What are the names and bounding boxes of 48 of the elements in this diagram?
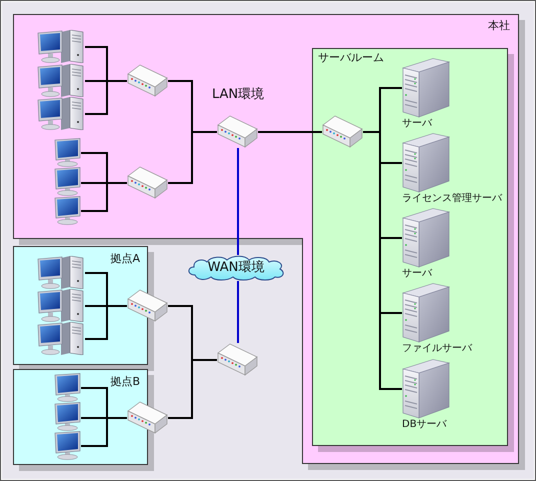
server-room-area <box>312 48 508 446</box>
desktop-computer-icon <box>37 289 85 322</box>
monitor-icon <box>53 138 81 167</box>
area-label: サーバルーム <box>318 51 384 65</box>
monitor-icon <box>53 373 81 402</box>
server-icon <box>402 283 450 343</box>
server-label: サーバ <box>402 118 432 130</box>
cable-line <box>237 148 239 255</box>
cable-line <box>81 182 127 212</box>
cable-line <box>85 80 127 115</box>
server-icon <box>402 58 450 118</box>
desktop-computer-icon <box>37 322 85 355</box>
desktop-computer-icon <box>37 97 85 130</box>
cable-line <box>81 417 127 447</box>
monitor-icon <box>53 196 81 225</box>
monitor-icon <box>53 431 81 460</box>
network-hub-icon <box>322 115 363 148</box>
network-hub-icon <box>127 289 168 322</box>
cable-line <box>85 305 127 340</box>
branch-area <box>13 369 148 465</box>
server-icon <box>402 208 450 268</box>
network-hub-icon <box>217 115 258 148</box>
server-icon <box>402 359 450 419</box>
branch-area <box>13 246 148 365</box>
monitor-icon <box>53 167 81 196</box>
desktop-computer-icon <box>37 64 85 97</box>
server-label: ライセンス管理サーバ <box>402 193 502 205</box>
area-label: 本社 <box>488 19 510 33</box>
network-hub-icon <box>127 166 168 199</box>
network-hub-icon <box>217 343 258 376</box>
server-icon <box>402 133 450 193</box>
server-label: DBサーバ <box>402 419 447 431</box>
network-hub-icon <box>127 401 168 434</box>
cable-line <box>168 359 217 419</box>
cable-line <box>363 131 402 390</box>
cable-line <box>258 131 322 133</box>
desktop-computer-icon <box>37 256 85 289</box>
area-label: 拠点B <box>110 375 140 389</box>
cable-line <box>237 281 239 343</box>
server-label: サーバ <box>402 268 432 280</box>
cable-line <box>168 131 217 184</box>
area-label: 拠点A <box>110 252 140 266</box>
cloud-label: WAN環境 <box>208 261 264 275</box>
monitor-icon <box>53 402 81 431</box>
desktop-computer-icon <box>37 30 85 63</box>
network-label: LAN環境 <box>212 89 264 101</box>
network-hub-icon <box>127 64 168 97</box>
server-label: ファイルサーバ <box>402 343 472 355</box>
